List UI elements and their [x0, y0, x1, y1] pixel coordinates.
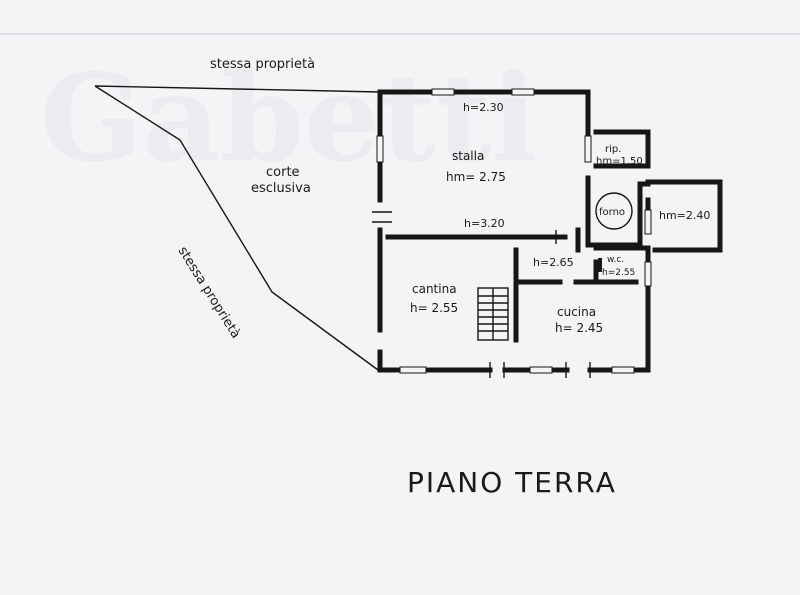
svg-text:Gabetti: Gabetti [40, 48, 537, 189]
wc-fixture-icon [598, 258, 602, 272]
forno-name: forno [599, 207, 625, 218]
oven-circle [595, 192, 633, 230]
door-marks [372, 211, 591, 378]
stalla-height: hm= 2.75 [446, 170, 506, 184]
staircase [477, 287, 509, 341]
cucina-name: cucina [557, 305, 596, 319]
ripostiglio-height: hm=1.50 [596, 156, 643, 167]
courtyard-label-line1: corte [266, 165, 300, 180]
passage-height: h=2.65 [533, 256, 574, 269]
stalla-top-height: h=2.30 [463, 101, 504, 114]
windows [376, 88, 652, 374]
cantina-height: h= 2.55 [410, 301, 458, 315]
property-boundary [94, 85, 381, 371]
boundary-top-label: stessa proprietà [210, 57, 315, 72]
watermark-logo: Gabetti [40, 48, 537, 189]
wc-name: w.c. [607, 255, 624, 265]
stalla-name: stalla [452, 149, 484, 163]
annex-height: hm=2.40 [659, 209, 710, 222]
courtyard-label-line2: esclusiva [251, 181, 311, 196]
wc-height: h=2.55 [602, 268, 635, 278]
ripostiglio-name: rip. [605, 144, 621, 155]
plan-title: PIANO TERRA [407, 466, 617, 499]
cucina-height: h= 2.45 [555, 321, 603, 335]
corridor-height: h=3.20 [464, 217, 505, 230]
boundary-left-label: stessa proprietà [175, 244, 243, 341]
cantina-name: cantina [412, 282, 457, 296]
